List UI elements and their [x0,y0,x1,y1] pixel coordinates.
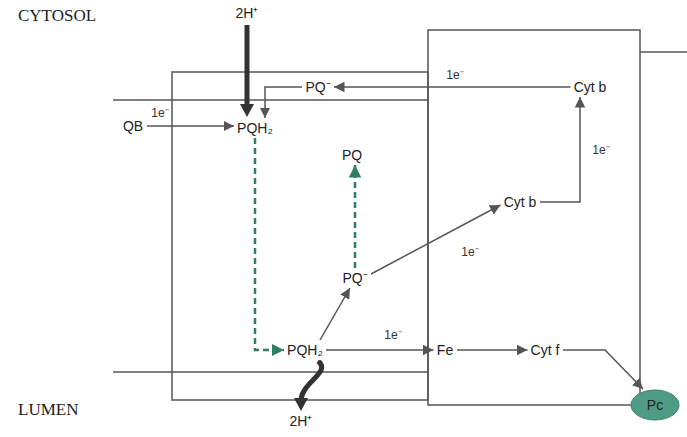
molecule-node: QB [120,116,147,136]
molecule-node: Cyt f [528,340,563,360]
proton-arrow [245,25,250,106]
arrow-head [294,398,308,411]
proton-label: 2H⁺ [290,413,313,429]
electron-label: 1e⁻ [150,106,169,120]
electron-label: 1e⁻ [460,245,479,259]
electron-arrow [265,87,302,118]
node-text: Cyt b [571,79,610,95]
proton-arrow [301,361,322,400]
molecule-node: PQH₂ [284,340,326,360]
membrane-surface [640,51,687,53]
node-text: PQH₂ [234,120,276,136]
molecule-node: PQH₂ [234,118,276,138]
node-text: PQH₂ [284,342,326,358]
node-text: Fe [434,342,457,358]
protein-ellipse: Pc [630,389,680,421]
electron-arrow [563,350,644,389]
node-text: Pc [630,397,680,413]
ellipse-shape [631,390,679,420]
molecule-node: PQ⁻ [302,77,334,97]
electron-label: 1e⁻ [591,143,610,157]
arrow-head [240,104,254,117]
node-text: Cyt f [528,342,563,358]
node-text: Cyt b [501,194,540,210]
molecule-node: PQ⁻ [339,268,371,288]
electron-arrow [320,288,350,340]
node-text: PQ [339,147,366,163]
compartment-label: LUMEN [18,400,78,420]
molecule-node: Cyt b [571,77,610,97]
dashed-transfer-arrow [255,138,284,350]
dashed-transfer-arrow [354,165,357,268]
molecule-node: Cyt b [501,192,540,212]
compartment-label: CYTOSOL [18,6,96,26]
electron-label: 1e⁻ [445,68,464,82]
membrane-surface [113,371,428,373]
node-text: QB [120,118,147,134]
electron-label: 1e⁻ [383,328,402,342]
electron-arrow [457,349,528,351]
electron-arrow [371,205,501,274]
electron-arrow [540,97,581,202]
protein-complex [172,72,428,400]
electron-arrow [147,125,235,127]
molecule-node: Fe [434,340,457,360]
electron-arrow [334,86,571,88]
molecule-node: PQ [339,145,366,165]
node-text: PQ⁻ [339,270,371,286]
node-text: PQ⁻ [302,79,334,95]
electron-arrow [326,349,434,351]
membrane-surface [113,99,428,101]
proton-label: 2H⁺ [236,5,259,21]
